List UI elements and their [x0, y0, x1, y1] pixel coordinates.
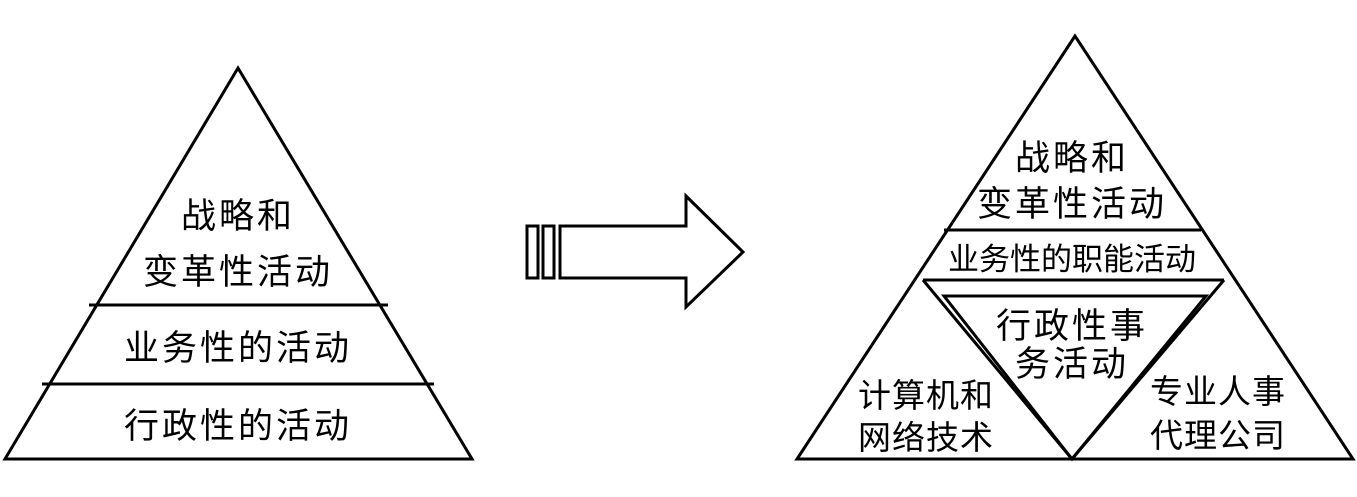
- right-right-label-line1: 专业人事: [1150, 372, 1286, 411]
- left-pyramid-outline: [2, 65, 475, 461]
- right-right-label-line2: 代理公司: [1150, 416, 1286, 455]
- right-center-label-line2: 务活动: [1015, 345, 1129, 385]
- right-center-inverted-triangle: [940, 294, 1210, 462]
- right-top-label-line2: 变革性活动: [977, 185, 1167, 225]
- arrow-tail-bar-1: [525, 224, 540, 280]
- left-top-label-line1: 战略和: [181, 197, 295, 237]
- left-pyramid: [2, 65, 475, 461]
- right-pyramid: [794, 33, 1356, 462]
- right-pyramid-outline: [794, 33, 1356, 461]
- right-left-edge-line: [921, 279, 1074, 460]
- left-middle-label: 业务性的活动: [124, 329, 352, 369]
- right-left-label-line1: 计算机和: [858, 376, 994, 415]
- arrow-tail-bar-2: [541, 224, 556, 280]
- right-center-label-line1: 行政性事: [996, 307, 1148, 347]
- left-bottom-label: 行政性的活动: [124, 407, 352, 447]
- transition-arrow: [525, 192, 746, 311]
- right-right-edge-line: [1070, 279, 1226, 460]
- right-left-label-line2: 网络技术: [858, 418, 994, 457]
- right-band-label: 业务性的职能活动: [948, 242, 1196, 278]
- arrow-body: [558, 192, 746, 311]
- left-top-label-line2: 变革性活动: [143, 253, 333, 293]
- right-top-label-line1: 战略和: [1015, 139, 1129, 179]
